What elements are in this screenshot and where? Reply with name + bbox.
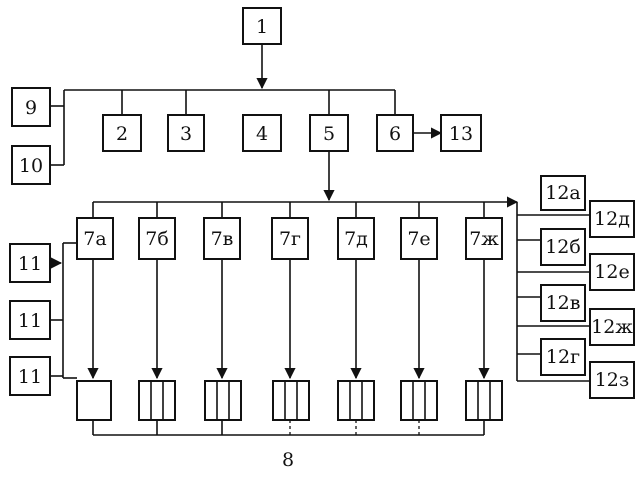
block-13-label: 13 [449, 123, 473, 145]
block-12z: 12з [589, 361, 635, 399]
block-7d: 7д [337, 217, 375, 260]
storage-cell-v [204, 380, 242, 421]
block-4: 4 [242, 114, 282, 152]
block-1-label: 1 [256, 16, 268, 38]
block-11-bottom: 11 [9, 356, 51, 396]
storage-cell-b [138, 380, 176, 421]
storage-cell-zh [465, 380, 503, 421]
block-7e: 7е [400, 217, 438, 260]
block-12b: 12б [540, 228, 586, 266]
block-4-label: 4 [256, 123, 268, 145]
block-7b: 7б [138, 217, 176, 260]
block-12e: 12е [589, 253, 635, 291]
block-7g-label: 7г [279, 228, 301, 250]
block-12v-label: 12в [546, 292, 581, 314]
block-11-top-label: 11 [18, 253, 42, 275]
connections [50, 44, 590, 436]
block-3-label: 3 [180, 123, 192, 145]
block-2: 2 [102, 114, 142, 152]
storage-cell-d [337, 380, 375, 421]
block-10-label: 10 [19, 155, 43, 177]
block-9: 9 [11, 87, 51, 127]
block-12a: 12а [540, 175, 586, 211]
block-7b-label: 7б [145, 228, 169, 250]
block-10: 10 [11, 145, 51, 185]
block-1: 1 [242, 7, 282, 45]
block-7zh: 7ж [465, 217, 503, 260]
block-5-label: 5 [323, 123, 335, 145]
block-12e-label: 12е [594, 261, 629, 283]
block-7g: 7г [271, 217, 309, 260]
block-12g-label: 12г [546, 346, 580, 368]
block-12g: 12г [540, 338, 586, 376]
block-3: 3 [167, 114, 205, 152]
block-11-middle-label: 11 [18, 310, 42, 332]
block-7a-label: 7а [83, 228, 106, 250]
block-6: 6 [376, 114, 414, 152]
block-13: 13 [440, 114, 482, 152]
block-12d-label: 12д [594, 208, 630, 230]
block-12a-label: 12а [545, 182, 581, 204]
block-6-label: 6 [389, 123, 401, 145]
block-7v: 7в [203, 217, 241, 260]
block-7zh-label: 7ж [469, 228, 499, 250]
block-11-bottom-label: 11 [18, 366, 42, 388]
block-11-middle: 11 [9, 300, 51, 340]
block-12d: 12д [589, 200, 635, 238]
storage-cell-e [400, 380, 438, 421]
storage-cell-g [272, 380, 310, 421]
block-2-label: 2 [116, 123, 128, 145]
block-7d-label: 7д [344, 228, 368, 250]
storage-cells [76, 380, 503, 421]
block-5: 5 [309, 114, 349, 152]
block-12zh: 12ж [589, 308, 635, 346]
block-12z-label: 12з [595, 369, 630, 391]
block-7e-label: 7е [407, 228, 430, 250]
block-11-top: 11 [9, 243, 51, 283]
block-7a: 7а [76, 217, 114, 260]
block-12v: 12в [540, 284, 586, 322]
block-9-label: 9 [25, 97, 37, 119]
block-12b-label: 12б [545, 236, 581, 258]
block-12zh-label: 12ж [591, 316, 633, 338]
label-8: 8 [282, 449, 294, 471]
storage-cell-a [76, 380, 112, 421]
block-7v-label: 7в [211, 228, 234, 250]
